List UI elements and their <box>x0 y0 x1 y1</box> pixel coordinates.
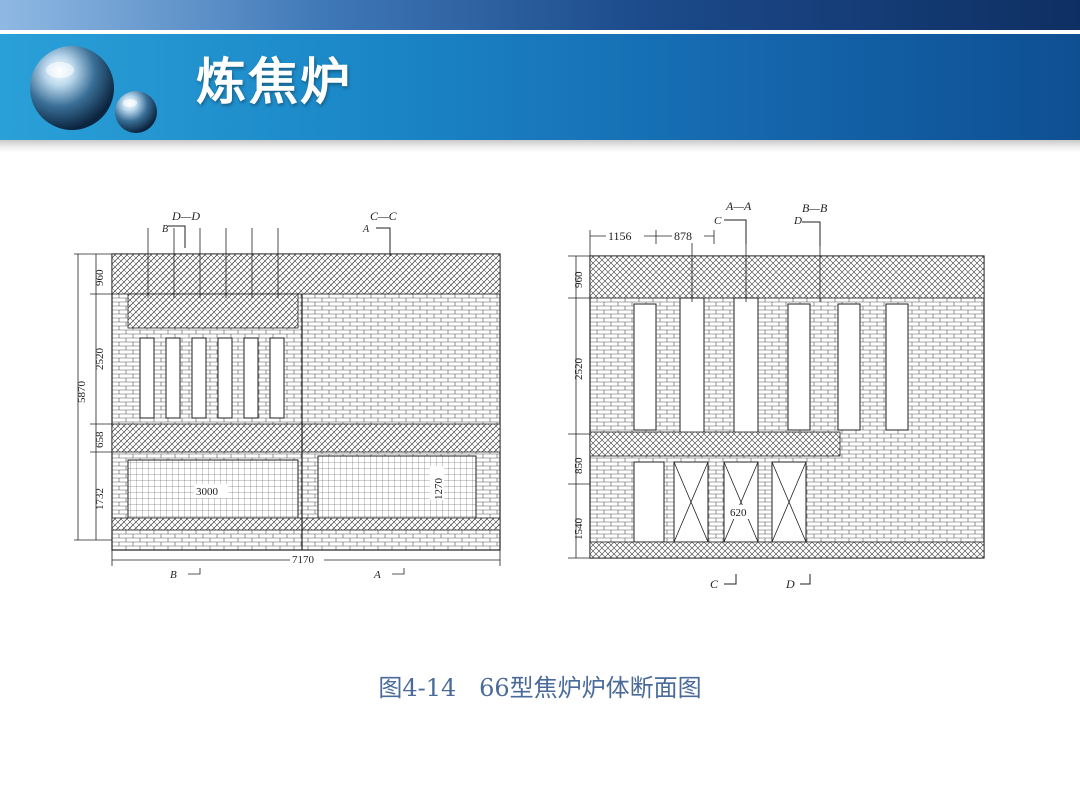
dim-inner-1270: 1270 <box>433 478 445 501</box>
dim-right-2520: 2520 <box>573 358 585 381</box>
dim-top-1156: 1156 <box>608 229 632 243</box>
dim-left-2520: 2520 <box>94 348 106 371</box>
label-marker-a-top: A <box>362 224 370 235</box>
top-decor-strip <box>0 0 1080 30</box>
dim-right-1540: 1540 <box>573 518 585 541</box>
right-section-drawing: A—A C B—B D 1156 878 960 2520 850 1540 6… <box>568 199 985 591</box>
dim-left-658: 658 <box>94 431 106 448</box>
slide-title: 炼焦炉 <box>196 53 352 111</box>
label-marker-d-bottom: D <box>785 577 795 591</box>
label-marker-d-top: D <box>793 215 802 227</box>
dim-top-878: 878 <box>674 229 692 243</box>
label-marker-b-bottom: B <box>170 569 177 581</box>
dim-bottom-7170: 7170 <box>292 554 315 566</box>
left-section-drawing: D—D B C—C A 5870 960 2520 658 1732 3000 … <box>74 209 501 581</box>
label-section-d: D—D <box>171 209 200 223</box>
dim-inner-3000: 3000 <box>196 486 219 498</box>
label-section-aa: A—A <box>725 199 752 213</box>
dim-right-960: 960 <box>573 271 585 288</box>
sphere-logo-icon <box>30 46 157 133</box>
header-divider <box>0 30 1080 34</box>
label-marker-b-top: B <box>162 224 168 235</box>
dim-left-5870: 5870 <box>76 381 88 404</box>
figure-caption: 图4-14 66型焦炉炉体断面图 <box>378 674 702 702</box>
label-marker-c-bottom: C <box>710 577 719 591</box>
dim-left-960: 960 <box>94 269 106 286</box>
dim-left-1732: 1732 <box>94 488 106 510</box>
label-section-bb: B—B <box>802 201 828 215</box>
dim-right-850: 850 <box>573 457 585 474</box>
title-banner <box>0 34 1080 140</box>
label-section-c: C—C <box>370 209 398 223</box>
label-marker-a-bottom: A <box>373 569 381 581</box>
dim-inner-620: 620 <box>730 507 747 519</box>
label-marker-c-top: C <box>714 215 722 227</box>
banner-shadow <box>0 140 1080 152</box>
